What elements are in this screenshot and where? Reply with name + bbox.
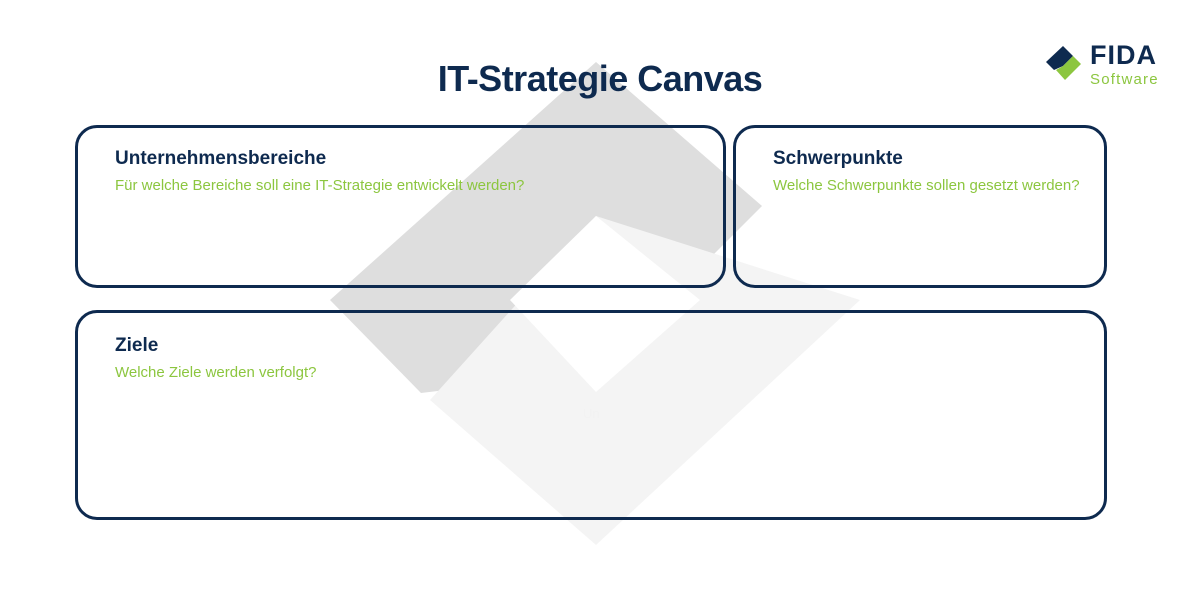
card-title: Unternehmensbereiche [115,148,327,169]
card-title: Schwerpunkte [773,148,903,169]
card-unternehmensbereiche: Unternehmensbereiche Für welche Bereiche… [75,125,726,288]
logo-mark-icon [1046,46,1081,80]
watermark-text: Un [583,406,600,421]
card-question: Für welche Bereiche soll eine IT-Strateg… [115,177,525,194]
card-ziele: Ziele Welche Ziele werden verfolgt? [75,310,1107,520]
logo-subtitle: Software [1090,71,1159,88]
card-title: Ziele [115,335,159,356]
card-question: Welche Schwerpunkte sollen gesetzt werde… [773,177,1080,194]
logo-wordmark: FIDA [1090,40,1157,70]
brand-logo: FIDA Software [1044,40,1174,90]
page-title: IT-Strategie Canvas [437,58,763,99]
card-question: Welche Ziele werden verfolgt? [115,364,317,381]
card-schwerpunkte: Schwerpunkte Welche Schwerpunkte sollen … [733,125,1107,288]
